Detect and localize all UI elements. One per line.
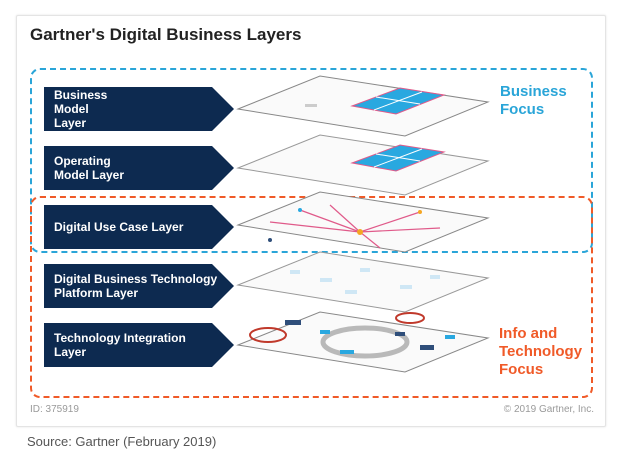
layer-label: Operating Model Layer: [54, 154, 125, 182]
info-technology-focus-label: Info and Technology Focus: [499, 325, 583, 378]
business-focus-region: [30, 68, 593, 253]
source-caption: Source: Gartner (February 2019): [27, 434, 217, 449]
plate-technology-integration: [236, 311, 490, 373]
layer-arrow-operating-model: Operating Model Layer: [44, 146, 234, 190]
diagram-title: Gartner's Digital Business Layers: [30, 25, 302, 44]
copyright: © 2019 Gartner, Inc.: [503, 404, 594, 415]
document-id: ID: 375919: [30, 404, 79, 415]
layer-label: Digital Business Technology Platform Lay…: [54, 272, 218, 300]
plate-business-model: [236, 75, 490, 137]
plate-digital-use-case: [236, 191, 490, 253]
business-focus-label: Business Focus: [500, 83, 567, 118]
layer-label: Digital Use Case Layer: [54, 220, 184, 234]
plate-operating-model: [236, 134, 490, 196]
layer-arrow-technology-platform: Digital Business Technology Platform Lay…: [44, 264, 234, 308]
layer-arrow-business-model: Business Model Layer: [44, 87, 234, 131]
layer-arrow-digital-use-case: Digital Use Case Layer: [44, 205, 234, 249]
plate-technology-platform: [236, 251, 490, 313]
layer-arrow-technology-integration: Technology Integration Layer: [44, 323, 234, 367]
layer-label: Business Model Layer: [54, 88, 108, 130]
layer-label: Technology Integration Layer: [54, 331, 186, 359]
